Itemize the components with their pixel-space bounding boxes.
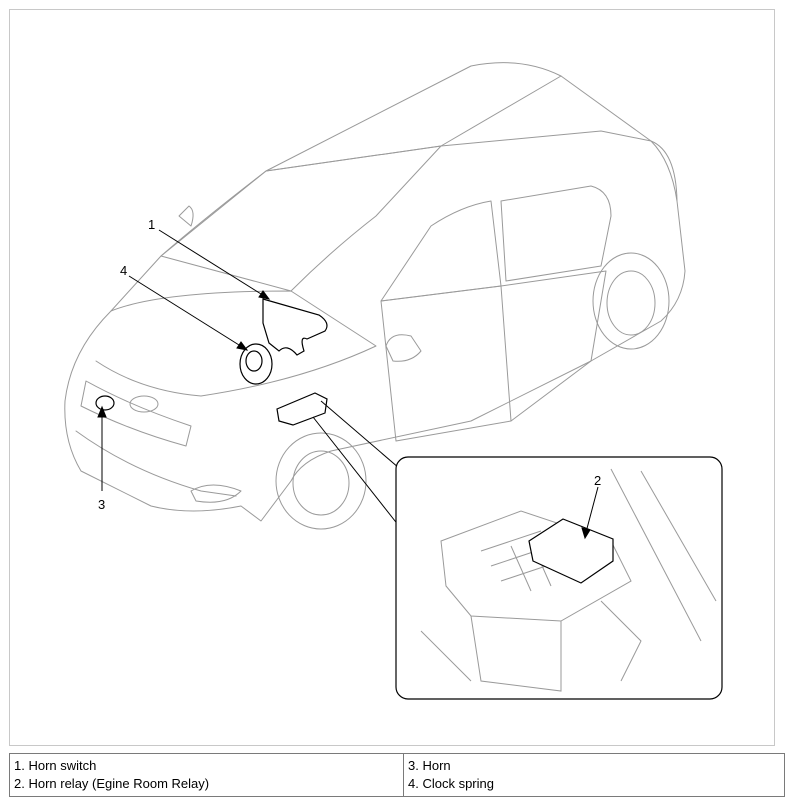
inset-fender-line-2: [640, 470, 717, 602]
windshield: [160, 145, 442, 292]
inset-bracket: [420, 600, 642, 682]
callout-1: 1: [148, 217, 155, 232]
relay-location-shape: [276, 392, 328, 426]
zoom-line-a: [312, 416, 400, 527]
roof-line: [265, 75, 562, 172]
callout-3: 3: [98, 497, 105, 512]
roof-rear: [440, 130, 652, 147]
legend-item-horn-switch: 1. Horn switch: [14, 758, 97, 773]
fog-lamp: [190, 484, 242, 503]
legend-cell-left: 1. Horn switch 2. Horn relay (Egine Room…: [9, 753, 404, 797]
rear-wheel: [592, 252, 670, 350]
side-window-front: [380, 200, 502, 302]
rear-gate: [650, 140, 678, 202]
car-body-outline: [64, 62, 686, 522]
inset-detail-box: [395, 456, 723, 700]
inset-fuse-box-body: [440, 510, 632, 622]
legend-item-clock-spring: 4. Clock spring: [408, 776, 494, 791]
leader-line-4: [128, 275, 248, 351]
kia-emblem: [129, 395, 159, 413]
inset-fender-line: [610, 468, 702, 642]
side-mirror: [385, 334, 422, 362]
clock-spring-inner: [245, 350, 263, 372]
grille: [80, 380, 192, 447]
legend-item-horn: 3. Horn: [408, 758, 451, 773]
inset-relay-grid: [480, 530, 562, 592]
lower-bumper: [75, 430, 237, 497]
rear-wheel-inner: [606, 270, 656, 336]
leader-arrow-3: [97, 405, 107, 418]
callout-4: 4: [120, 263, 127, 278]
hood: [95, 290, 377, 397]
antenna: [178, 205, 194, 227]
leader-arrow-4: [236, 341, 249, 351]
zoom-line-b: [320, 400, 400, 469]
callout-2: 2: [594, 473, 601, 488]
front-wheel-inner: [292, 450, 350, 516]
side-window-rear: [500, 185, 612, 282]
legend-cell-right: 3. Horn 4. Clock spring: [403, 753, 785, 797]
leader-line-2: [584, 486, 599, 537]
legend-table: 1. Horn switch 2. Horn relay (Egine Room…: [9, 753, 785, 797]
leader-arrow-2: [581, 527, 591, 540]
legend-row: 1. Horn switch 2. Horn relay (Egine Room…: [9, 753, 785, 797]
leader-line-1: [158, 229, 270, 300]
legend-item-horn-relay: 2. Horn relay (Egine Room Relay): [14, 776, 210, 791]
inset-fuse-box-side: [470, 615, 562, 692]
horn-switch-shape: [262, 298, 328, 356]
diagram-frame: 1 4 3 2: [9, 9, 775, 746]
inset-horn-relay: [528, 518, 614, 584]
leader-arrow-1: [258, 290, 271, 300]
horn-shape: [95, 395, 115, 411]
front-wheel: [275, 432, 367, 530]
front-door: [380, 285, 512, 442]
rear-door: [500, 270, 607, 422]
car-illustration: 1 4 3 2: [64, 62, 723, 700]
